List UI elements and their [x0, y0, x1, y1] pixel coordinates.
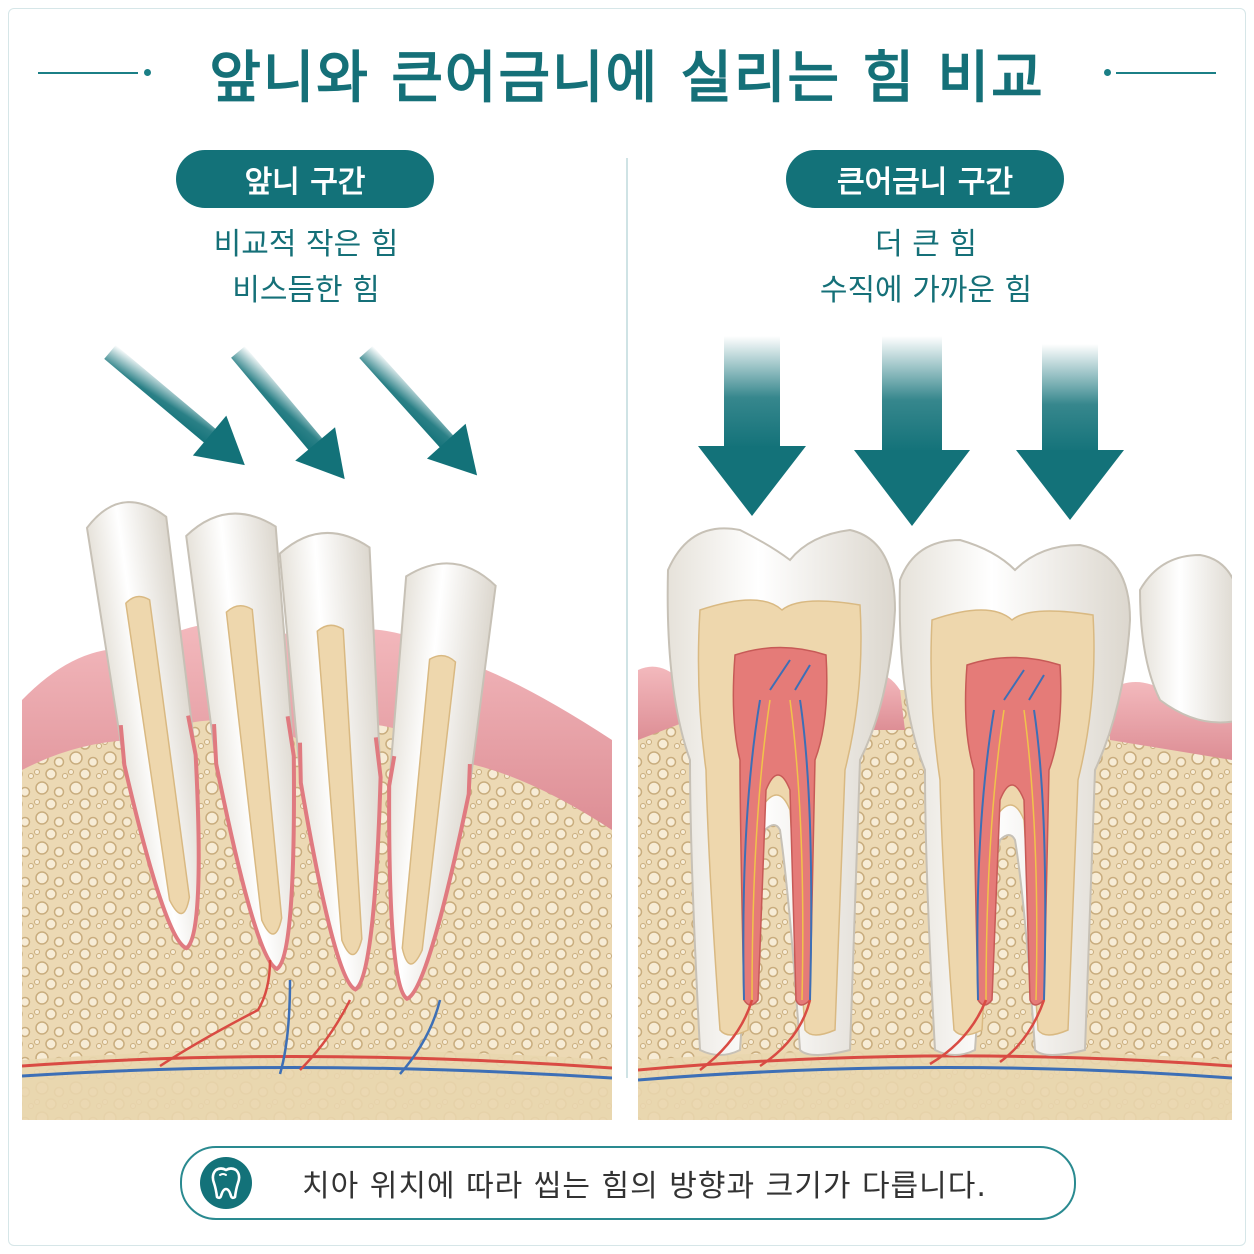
vertical-force-arrows: [698, 336, 1124, 526]
molar-desc-line2: 수직에 가까운 힘: [819, 273, 1033, 308]
title-line-left: [38, 72, 138, 74]
footer-text: 치아 위치에 따라 씹는 힘의 방향과 크기가 다릅니다.: [302, 1169, 987, 1204]
title-dot-left: [144, 69, 151, 76]
molar-tooth-2: [898, 538, 1132, 1056]
front-teeth-illustration: [22, 501, 612, 1120]
title-line-right: [1116, 72, 1216, 74]
front-teeth-label: 앞니 구간: [176, 150, 434, 208]
molar-description: 더 큰 힘 수직에 가까운 힘: [716, 222, 1136, 314]
molar-tooth-1: [666, 527, 897, 1056]
front-teeth: [85, 501, 497, 1002]
molar-desc-line1: 더 큰 힘: [875, 227, 977, 262]
footer-note: 치아 위치에 따라 씹는 힘의 방향과 크기가 다릅니다.: [180, 1146, 1076, 1220]
front-teeth-desc-line2: 비스듬한 힘: [232, 273, 380, 308]
title-row: 앞니와 큰어금니에 실리는 힘 비교: [0, 28, 1254, 118]
molar-tooth-3: [1138, 553, 1232, 724]
tooth-icon: [200, 1157, 252, 1209]
page-title: 앞니와 큰어금니에 실리는 힘 비교: [209, 45, 1045, 111]
molar-label: 큰어금니 구간: [786, 150, 1064, 208]
front-teeth-desc-line1: 비교적 작은 힘: [213, 227, 399, 262]
panel-divider: [626, 158, 628, 1078]
molar-illustration: [638, 527, 1232, 1120]
title-dot-right: [1104, 69, 1111, 76]
oblique-force-arrows: [104, 345, 478, 480]
front-teeth-description: 비교적 작은 힘 비스듬한 힘: [96, 222, 516, 314]
